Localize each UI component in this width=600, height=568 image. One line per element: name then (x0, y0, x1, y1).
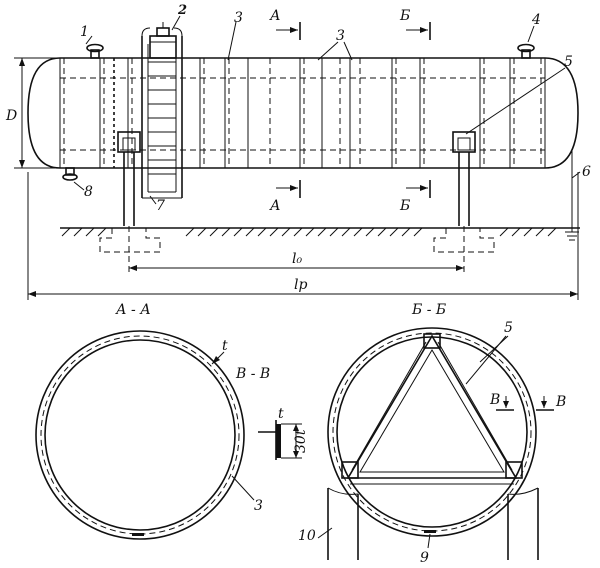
section-marker-v: В В (489, 392, 566, 411)
left-support (117, 131, 141, 226)
ladder (141, 27, 183, 199)
band-width-label: 30t (293, 429, 309, 453)
callout-10: 10 (298, 528, 316, 544)
thickness-label: t (278, 406, 284, 422)
section-label-b-top: Б (399, 8, 410, 24)
dimension-diameter: D (5, 57, 56, 169)
leader-10 (317, 527, 333, 539)
leader-4 (527, 25, 535, 43)
section-label-a-bottom: А (269, 198, 281, 214)
leader-3a (227, 21, 237, 61)
drain-nozzle (62, 167, 78, 181)
section-vv-title: В - В (235, 366, 270, 382)
triangular-bracing (341, 333, 523, 485)
right-support (452, 131, 476, 226)
section-bb: Б - Б В В (298, 302, 566, 566)
left-top-nozzle (86, 43, 104, 59)
callout-1: 1 (80, 24, 89, 40)
diameter-label: D (5, 108, 17, 124)
section-label-a-top: А (269, 8, 281, 24)
callout-5b: 5 (504, 320, 513, 336)
section-label-b-bottom: Б (399, 198, 410, 214)
section-vv: В - В t 30t (235, 366, 309, 460)
section-marker-b: Б Б (399, 8, 431, 214)
dimension-l0: l₀ (128, 226, 465, 274)
section-marker-a: А А (269, 8, 301, 214)
stiffening-rings (99, 58, 515, 168)
leader-6 (571, 171, 581, 179)
l0-label: l₀ (292, 251, 302, 267)
section-label-v-left: В (489, 392, 500, 408)
callout-6: 6 (582, 164, 591, 180)
tank-shell (27, 57, 579, 169)
ground-line (60, 227, 580, 237)
callout-2: 2 (177, 3, 187, 18)
leader-8 (73, 181, 85, 191)
section-bb-title: Б - Б (411, 302, 446, 318)
section-aa-title: А - А (115, 302, 151, 318)
grounding-conductor (565, 150, 579, 241)
leader-3c (231, 475, 255, 501)
callout-3a: 3 (234, 10, 243, 26)
right-support-leg (507, 487, 539, 560)
lp-label: lр (294, 277, 307, 293)
ring-thickness-label: t (222, 338, 228, 354)
callout-9: 9 (420, 550, 429, 566)
section-aa: А - А t 3 (35, 302, 263, 540)
right-top-nozzle (517, 43, 535, 59)
section-bb-outer-ring (327, 327, 537, 537)
top-hatch (149, 22, 177, 59)
dimension-lp: lр (27, 172, 579, 300)
leader-1 (85, 35, 93, 45)
leader-9 (427, 533, 431, 549)
section-aa-outer-ring (35, 330, 245, 540)
left-support-leg (327, 487, 359, 560)
leader-7 (149, 195, 157, 205)
callout-4: 4 (531, 12, 541, 28)
leader-5 (465, 67, 566, 135)
section-bb-inner-ring (336, 336, 528, 528)
callout-3c: 3 (254, 498, 263, 514)
section-aa-inner-ring (44, 339, 236, 531)
callout-8: 8 (84, 184, 93, 200)
leader-2 (171, 15, 181, 31)
callout-3b: 3 (336, 28, 345, 44)
left-foundation (99, 228, 161, 253)
leader-3b (317, 41, 339, 61)
tank-elevation: А А Б Б D (5, 3, 591, 300)
section-label-v-right: В (555, 394, 566, 410)
callout-5: 5 (564, 54, 573, 70)
callout-7: 7 (156, 198, 165, 214)
